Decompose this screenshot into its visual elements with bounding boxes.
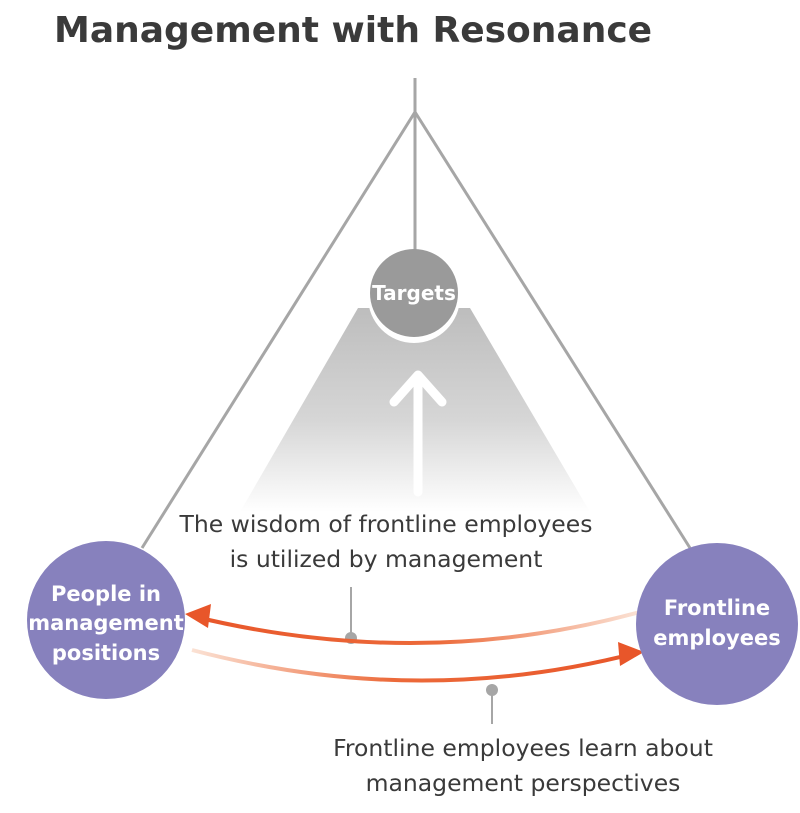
left-edge-line (140, 111, 417, 549)
upward-caption-line-2: is utilized by management (230, 545, 543, 573)
frontline-label-line-1: Frontline (664, 596, 770, 620)
management-label-line-3: positions (52, 641, 160, 665)
downward-caption-line-2: management perspectives (366, 769, 681, 797)
downward-caption-leader (486, 684, 498, 724)
frontline-node: Frontline employees (636, 543, 798, 705)
downward-caption: Frontline employees learn about manageme… (333, 734, 713, 797)
triangle-frame (140, 78, 692, 549)
upward-caption: The wisdom of frontline employees is uti… (179, 510, 593, 573)
page-title: Management with Resonance (54, 10, 652, 51)
downward-caption-line-1: Frontline employees learn about (333, 734, 713, 762)
management-node: People in management positions (27, 541, 185, 699)
upward-caption-line-1: The wisdom of frontline employees (179, 510, 593, 538)
frontline-label-line-2: employees (653, 626, 780, 650)
targets-label: Targets (372, 281, 456, 305)
right-edge-line (413, 111, 692, 549)
upward-arrow (389, 370, 447, 497)
perspective-flow-arrow (191, 642, 644, 683)
management-label-line-1: People in (51, 582, 161, 606)
upward-caption-leader (345, 587, 357, 644)
wisdom-flow-arrow (185, 604, 641, 645)
targets-node: Targets (368, 249, 460, 343)
management-label-line-2: management (28, 611, 184, 635)
